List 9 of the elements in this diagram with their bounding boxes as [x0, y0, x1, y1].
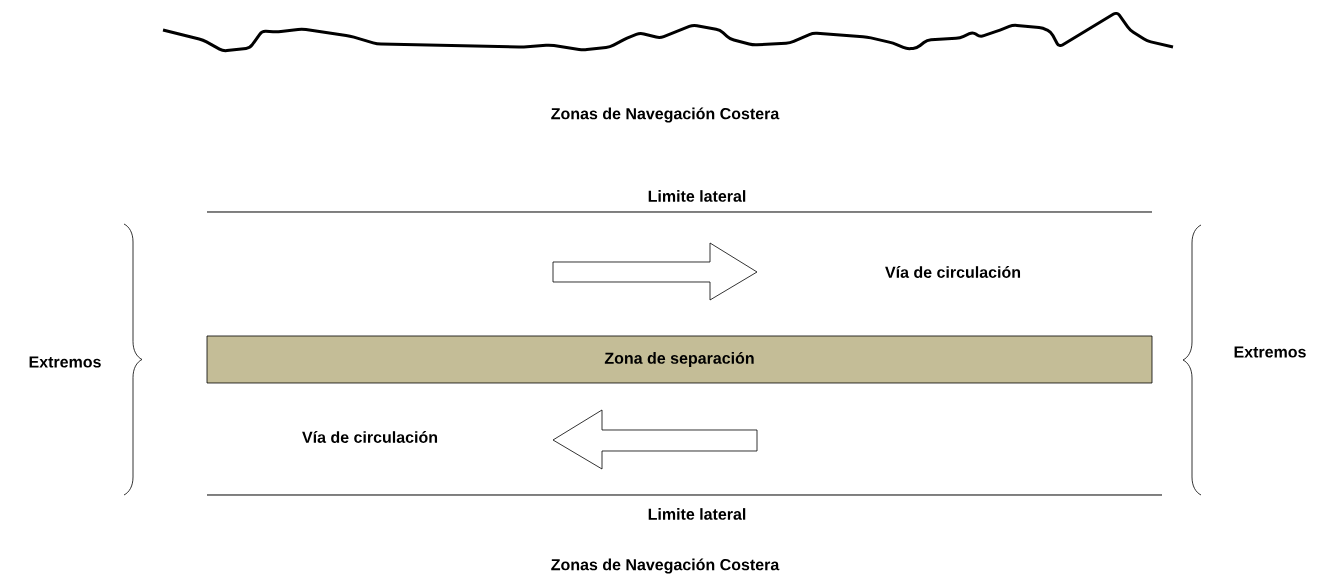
boundary-label: Limite lateral: [648, 508, 746, 520]
separation-zone-band: Zona de separación: [206, 335, 1153, 384]
heading: Zonas de Navegación Costera: [551, 558, 780, 574]
lane-label: Vía de circulación: [885, 266, 1021, 278]
boundary-label: Limite lateral: [648, 190, 746, 202]
brace-label: Extremos: [1234, 346, 1306, 358]
heading: Zonas de Navegación Costera: [551, 107, 780, 123]
brace-label: Extremos: [29, 356, 101, 368]
lane-label: Vía de circulación: [302, 431, 438, 443]
